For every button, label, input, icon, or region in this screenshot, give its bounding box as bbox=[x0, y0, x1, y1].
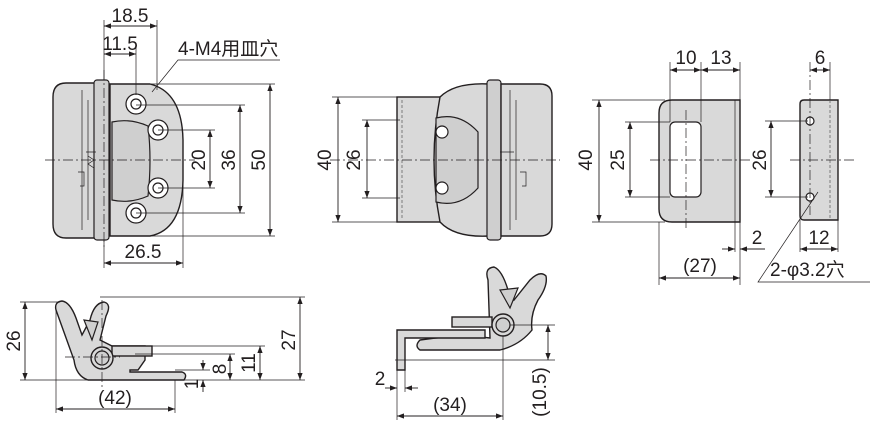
latch-body bbox=[54, 300, 187, 381]
dim-36: 36 bbox=[219, 149, 240, 170]
dim-1: 1 bbox=[182, 379, 203, 390]
dim-26: 26 bbox=[344, 149, 365, 170]
dim-8: 8 bbox=[210, 364, 231, 375]
dim-40: 40 bbox=[315, 149, 336, 170]
front-view: 18.5 11.5 4-M4用皿穴 50 36 20 26.5 bbox=[45, 6, 280, 268]
dim-40: 40 bbox=[576, 149, 597, 170]
open-view: 40 26 bbox=[315, 79, 560, 241]
dim-11: 11 bbox=[239, 353, 260, 373]
dim-27: (27) bbox=[683, 256, 717, 277]
dim-12: 12 bbox=[808, 228, 829, 249]
hole-note-m4: 4-M4用皿穴 bbox=[178, 38, 278, 60]
dim-11-5: 11.5 bbox=[102, 34, 138, 55]
side-view-open: (10.5) 2 (34) bbox=[375, 266, 555, 420]
dim-10-5: (10.5) bbox=[530, 367, 551, 417]
plate-side-view: 6 26 12 2-φ3.2穴 bbox=[750, 48, 870, 283]
dim-27: 27 bbox=[279, 329, 300, 350]
dim-20: 20 bbox=[189, 149, 210, 170]
cam-recess bbox=[111, 120, 151, 202]
plate-view: 10 13 40 25 2 (27) bbox=[576, 48, 765, 285]
dim-25: 25 bbox=[608, 149, 629, 170]
dim-26: 26 bbox=[750, 149, 771, 170]
plate-side-body bbox=[799, 99, 839, 221]
dim-18-5: 18.5 bbox=[112, 6, 149, 27]
side-view-closed: 26 27 11 8 1 (42) bbox=[4, 296, 305, 413]
latch-body-open bbox=[416, 266, 548, 351]
dim-26-5: 26.5 bbox=[125, 242, 162, 263]
dim-2: 2 bbox=[752, 228, 763, 249]
dim-2: 2 bbox=[375, 369, 386, 390]
dim-6: 6 bbox=[815, 48, 826, 69]
dim-13: 13 bbox=[710, 48, 731, 69]
dim-34: (34) bbox=[433, 395, 467, 416]
dim-26: 26 bbox=[4, 330, 25, 351]
right-leaf bbox=[500, 83, 553, 237]
plate-window bbox=[669, 121, 702, 198]
dim-50: 50 bbox=[249, 149, 270, 170]
hole-note-phi: 2-φ3.2穴 bbox=[770, 259, 845, 281]
dim-42: (42) bbox=[98, 388, 132, 409]
strike-plate bbox=[111, 345, 153, 357]
dim-10: 10 bbox=[675, 48, 696, 69]
